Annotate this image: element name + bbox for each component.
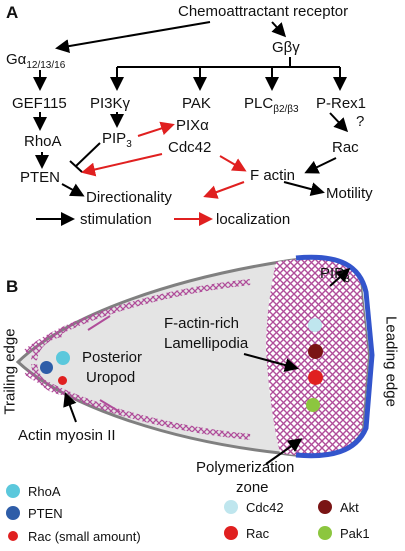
galpha-sub: 12/13/16 bbox=[26, 60, 66, 71]
trailing-edge-label: Trailing edge bbox=[1, 328, 19, 415]
arrow-rac-factin bbox=[304, 157, 337, 174]
localize-cdc42-factin bbox=[219, 155, 247, 172]
legend-dot-rhoa bbox=[6, 484, 20, 498]
directionality-node: Directionality bbox=[86, 189, 172, 206]
rac-node: Rac bbox=[332, 139, 359, 156]
polymerization-label: Polymerization bbox=[196, 459, 295, 476]
question-mark: ? bbox=[356, 113, 365, 130]
motility-node: Motility bbox=[326, 185, 373, 202]
gef115-node: GEF115 bbox=[12, 95, 67, 112]
legend-dot-pten bbox=[6, 506, 20, 520]
legend-rhoa-label: RhoA bbox=[28, 484, 61, 499]
arrow-polymerization bbox=[265, 438, 303, 465]
cell-dot-cdc42 bbox=[308, 318, 322, 332]
legend-pak1-label: Pak1 bbox=[340, 526, 370, 541]
localize-factin-directionality bbox=[203, 181, 245, 199]
prex1-node: P-Rex1 bbox=[316, 95, 367, 112]
cell-dot-rac bbox=[308, 370, 323, 385]
localize-cdc42-pten bbox=[81, 153, 163, 177]
pip3-b-sub: 3 bbox=[344, 274, 350, 285]
cell-dot-rhoa bbox=[56, 351, 70, 365]
arrow-pip3-membrane bbox=[329, 268, 351, 287]
legend-rac-small-label: Rac (small amount) bbox=[28, 529, 141, 544]
pip3-label-b: PIP3 bbox=[320, 266, 350, 285]
zone-label: zone bbox=[236, 479, 269, 496]
pip3-node: PIP3 bbox=[102, 131, 132, 150]
pip3-b-main: PIP bbox=[320, 265, 345, 282]
legend-stimulation-label: stimulation bbox=[80, 211, 152, 228]
inhibit-pip3-pten bbox=[75, 142, 101, 167]
panel-b-label: B bbox=[6, 277, 19, 296]
arrow-factin-motility bbox=[283, 181, 325, 196]
plc-node: PLCβ2/β3 bbox=[244, 96, 299, 115]
pixa-node: PIXα bbox=[176, 117, 209, 134]
galpha-main: Gα bbox=[6, 51, 27, 68]
arrow-pten-directionality bbox=[61, 183, 85, 197]
pten-node: PTEN bbox=[20, 169, 61, 186]
cell-dot-rac-small bbox=[58, 376, 67, 385]
factin-node: F actin bbox=[250, 167, 296, 184]
posterior-label: Posterior bbox=[82, 349, 143, 366]
inhibit-bar bbox=[69, 160, 83, 173]
arrow-actin-myosin bbox=[63, 392, 77, 423]
legend-localization-label: localization bbox=[216, 211, 291, 228]
legend-pten-label: PTEN bbox=[28, 506, 63, 521]
gbg-node: Gβγ bbox=[272, 39, 300, 56]
pak-node: PAK bbox=[182, 95, 211, 112]
cell-dot-akt bbox=[308, 344, 323, 359]
uropod-label: Uropod bbox=[86, 369, 136, 386]
legend-dot-pak1 bbox=[318, 526, 332, 540]
cell-dot-pten bbox=[40, 361, 53, 374]
actin-myosin-label: Actin myosin II bbox=[18, 427, 116, 444]
receptor-label: Chemoattractant receptor bbox=[178, 3, 349, 20]
plc-main: PLC bbox=[244, 95, 274, 112]
leading-edge-label: Leading edge bbox=[382, 316, 400, 407]
legend-dot-rac-small bbox=[8, 531, 18, 541]
actin-myosin-cortex bbox=[24, 279, 251, 440]
legend-akt-label: Akt bbox=[340, 500, 359, 515]
panel-a-label: A bbox=[6, 3, 19, 22]
legend-rac-label: Rac bbox=[246, 526, 270, 541]
pip3-main: PIP bbox=[102, 130, 127, 147]
arrow-receptor-gbg bbox=[271, 21, 287, 38]
pi3k-node: PI3Kγ bbox=[90, 95, 131, 112]
factin-rich-label: F-actin-rich bbox=[164, 315, 240, 332]
arrow-prex1-rac bbox=[329, 112, 349, 133]
rhoa-node: RhoA bbox=[24, 133, 62, 150]
galpha-node: Gα12/13/16 bbox=[6, 52, 65, 71]
legend-dot-akt bbox=[318, 500, 332, 514]
cdc42-node: Cdc42 bbox=[168, 139, 212, 156]
arrow-lamellipodia bbox=[243, 353, 299, 372]
cell-dot-pak1 bbox=[306, 398, 320, 412]
legend-dot-rac bbox=[224, 526, 238, 540]
localize-pip3-pixa bbox=[137, 121, 175, 137]
legend-dot-cdc42 bbox=[224, 500, 238, 514]
arrow-receptor-galpha bbox=[55, 21, 211, 54]
lamellipodia-label: Lamellipodia bbox=[164, 335, 249, 352]
pip3-sub: 3 bbox=[126, 139, 132, 150]
leading-edge-membrane bbox=[295, 254, 375, 459]
legend-cdc42-label: Cdc42 bbox=[246, 500, 284, 515]
plc-sub: β2/β3 bbox=[273, 104, 299, 115]
